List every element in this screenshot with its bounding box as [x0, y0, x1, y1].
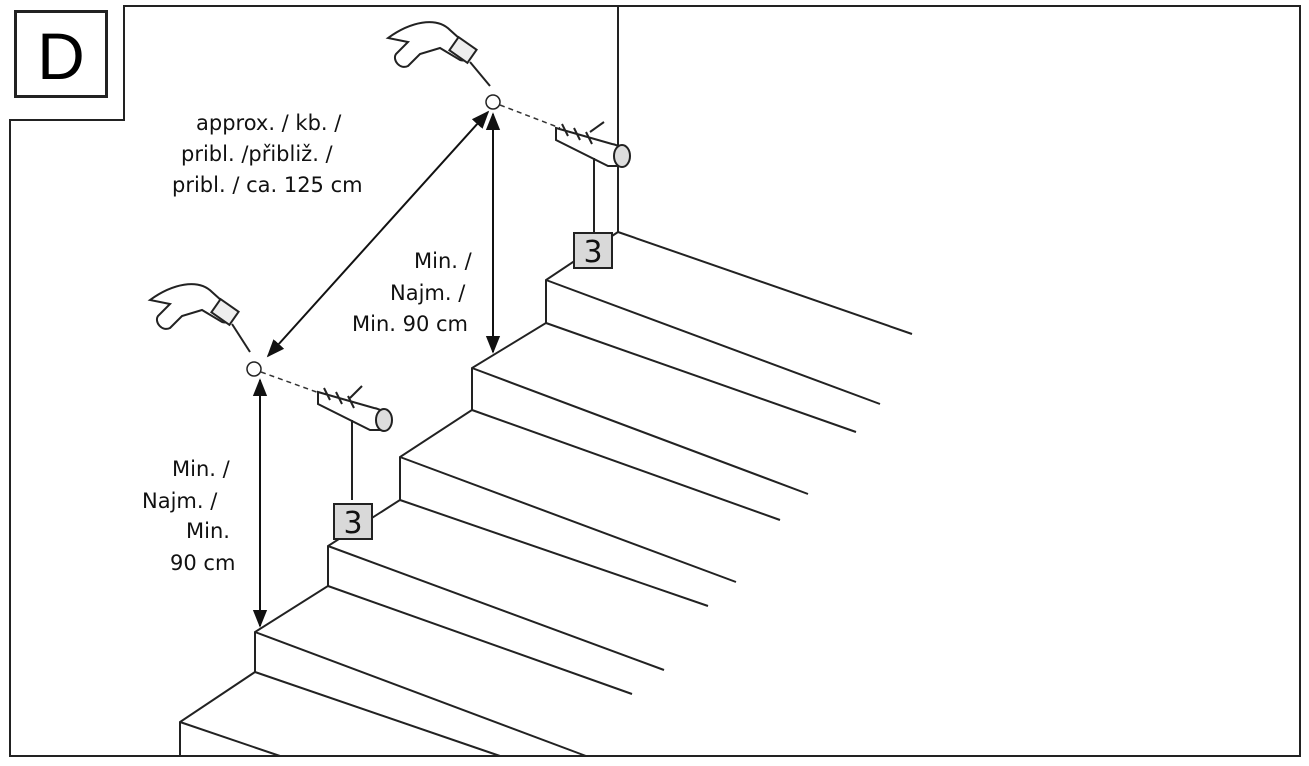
part-callout-upper: 3 [573, 232, 613, 270]
frame [9, 5, 1301, 757]
height-label-line: Najm. / [142, 489, 218, 513]
stair-steps [179, 231, 913, 757]
drill-icon-lower [147, 283, 251, 353]
height-label-line: Min. / [172, 457, 230, 481]
height-label-line: Najm. / [390, 281, 466, 305]
height-label-line: Min. / [414, 249, 472, 273]
spacing-arrow [266, 110, 490, 358]
spacing-label-line: pribl. / ca. 125 cm [172, 173, 363, 197]
panel-letter: D [14, 10, 108, 98]
insertion-guides [260, 104, 561, 395]
height-label-line: 90 cm [170, 551, 236, 575]
height-label-line: Min. 90 cm [352, 312, 469, 336]
dimension-arrows [252, 110, 501, 628]
drill-hole-upper [485, 94, 501, 110]
part-callout-lower: 3 [333, 503, 373, 541]
drill-icon-upper [385, 21, 491, 87]
wall-plug-lower [317, 385, 393, 500]
height-label-line: Min. [186, 519, 230, 543]
drill-hole-lower [246, 361, 262, 377]
spacing-label-line: pribl. /přibliž. / [181, 142, 333, 166]
spacing-label-line: approx. / kb. / [196, 111, 342, 135]
wall-plug-upper [555, 121, 631, 232]
